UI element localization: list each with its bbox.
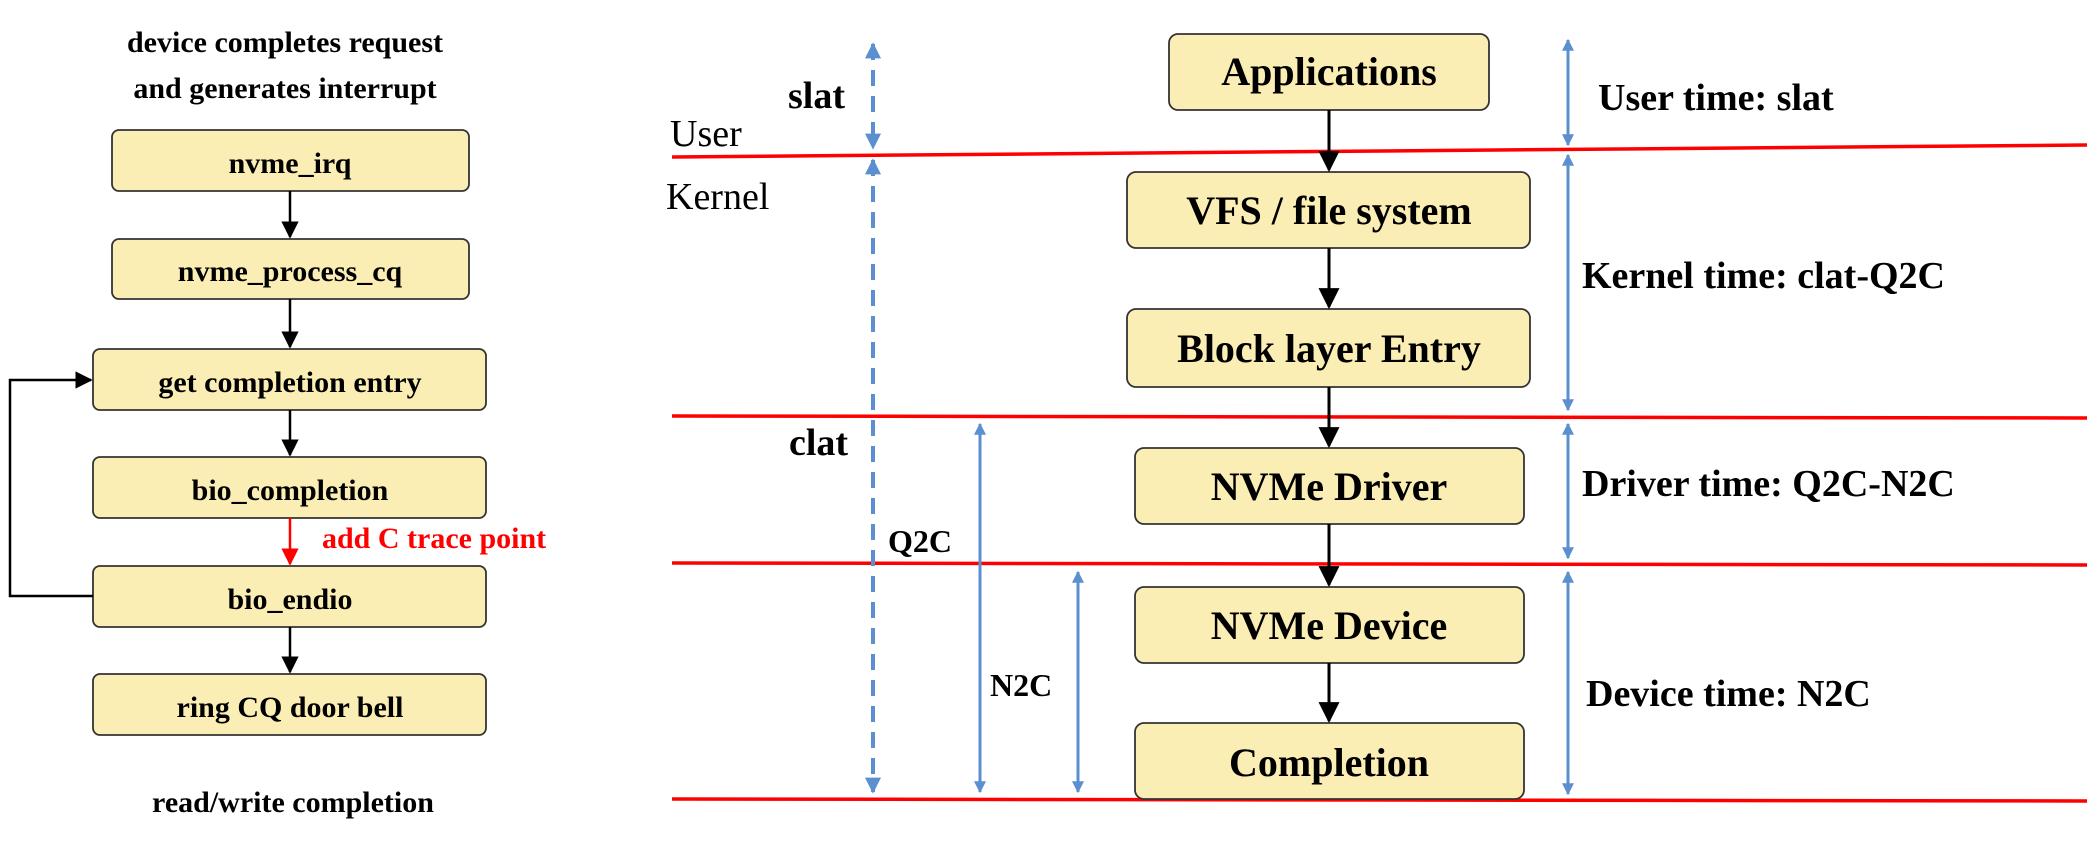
flow-step-label: get completion entry <box>158 366 421 399</box>
layer-label: VFS / file system <box>1186 188 1472 233</box>
loop-back-arrow <box>8 371 93 598</box>
driver-device-boundary <box>671 561 2088 567</box>
layer-applications: Applications <box>1168 33 1490 111</box>
clat-label: clat <box>789 422 848 464</box>
layer-label: Block layer Entry <box>1177 326 1481 371</box>
slat-label: slat <box>788 75 845 117</box>
driver-time-label: Driver time: Q2C-N2C <box>1582 463 1955 505</box>
flow-header-line2: and generates interrupt <box>133 72 436 105</box>
layer-nvme-driver: NVMe Driver <box>1134 447 1525 525</box>
kernel-space-label: Kernel <box>666 176 769 218</box>
flow-step-label: bio_endio <box>227 583 352 616</box>
flow-footer: read/write completion <box>152 786 434 819</box>
flow-step-bio-completion: bio_completion <box>92 456 487 519</box>
flow-step-ring-cq-door-bell: ring CQ door bell <box>92 673 487 736</box>
kernel-time-label: Kernel time: clat-Q2C <box>1582 255 1945 297</box>
user-time-label: User time: slat <box>1598 77 1834 119</box>
left-flow: device completes request and generates i… <box>8 26 546 819</box>
flow-step-label: bio_completion <box>192 474 389 507</box>
layer-label: Completion <box>1229 740 1429 785</box>
flow-step-nvme-process-cq: nvme_process_cq <box>111 238 470 300</box>
user-space-label: User <box>670 113 742 155</box>
layer-label: NVMe Driver <box>1211 464 1448 509</box>
flow-header-line1: device completes request <box>127 26 443 59</box>
flow-step-bio-endio: bio_endio <box>92 565 487 628</box>
device-time-label: Device time: N2C <box>1586 673 1871 715</box>
kernel-driver-boundary <box>671 414 2088 420</box>
user-kernel-boundary <box>671 143 2088 159</box>
q2c-label: Q2C <box>888 523 952 559</box>
flow-step-get-completion-entry: get completion entry <box>92 348 487 411</box>
layer-label: Applications <box>1221 49 1437 94</box>
layer-completion: Completion <box>1134 722 1525 800</box>
flow-step-label: nvme_process_cq <box>178 255 403 288</box>
completion-boundary <box>671 797 2088 803</box>
n2c-label: N2C <box>990 667 1052 703</box>
layer-label: NVMe Device <box>1211 603 1448 648</box>
flow-step-label: ring CQ door bell <box>177 691 404 724</box>
right-stack: User Kernel Applications VFS / file syst… <box>666 33 2088 803</box>
layer-block-entry: Block layer Entry <box>1126 308 1531 388</box>
flow-step-label: nvme_irq <box>229 147 352 180</box>
trace-point-annotation: add C trace point <box>322 522 546 555</box>
layer-vfs: VFS / file system <box>1126 171 1531 249</box>
layer-nvme-device: NVMe Device <box>1134 586 1525 664</box>
flow-step-nvme-irq: nvme_irq <box>111 129 470 192</box>
